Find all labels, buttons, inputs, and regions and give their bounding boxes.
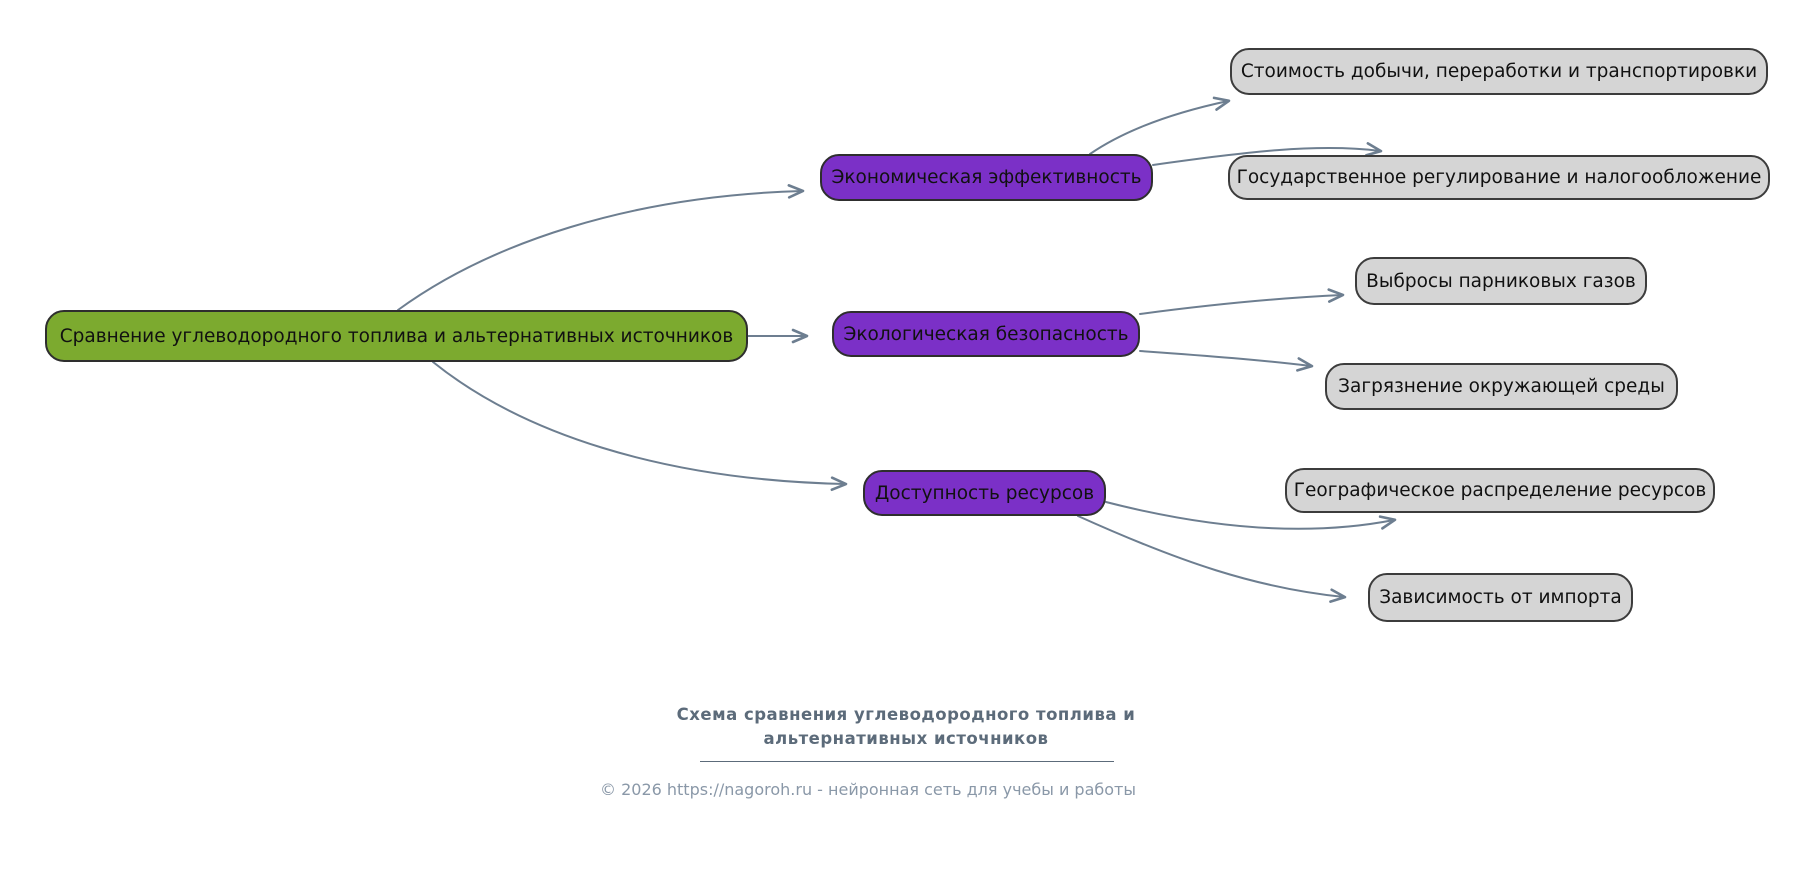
edge-availability-to-geography [1105, 501, 1397, 530]
edge-economic-to-cost [1089, 96, 1231, 155]
node-leaf-cost: Стоимость добычи, переработки и транспор… [1230, 48, 1768, 95]
node-leaf-regulation: Государственное регулирование и налогооб… [1228, 155, 1770, 200]
node-leaf-pollution-label: Загрязнение окружающей среды [1338, 376, 1665, 397]
node-leaf-import-label: Зависимость от импорта [1379, 587, 1622, 608]
node-branch-ecology-label: Экологическая безопасность [843, 323, 1129, 345]
node-leaf-emissions: Выбросы парниковых газов [1355, 257, 1647, 305]
node-root-label: Сравнение углеводородного топлива и альт… [59, 325, 734, 347]
edge-root-to-availability [432, 361, 848, 492]
edge-ecology-to-pollution [1139, 350, 1314, 372]
footer-credit: © 2026 https://nagoroh.ru - нейронная се… [599, 780, 1137, 799]
node-leaf-pollution: Загрязнение окружающей среды [1325, 363, 1678, 410]
node-leaf-import: Зависимость от импорта [1368, 573, 1633, 622]
node-branch-ecology: Экологическая безопасность [832, 311, 1140, 357]
edge-economic-to-regulation [1152, 142, 1383, 166]
node-branch-availability-label: Доступность ресурсов [874, 482, 1095, 504]
node-leaf-emissions-label: Выбросы парниковых газов [1366, 270, 1636, 292]
edge-availability-to-import [1077, 515, 1347, 603]
node-branch-economic: Экономическая эффективность [820, 154, 1153, 201]
caption-divider [700, 761, 1114, 762]
node-branch-economic-label: Экономическая эффективность [831, 167, 1142, 188]
node-branch-availability: Доступность ресурсов [863, 470, 1106, 516]
node-leaf-cost-label: Стоимость добычи, переработки и транспор… [1240, 61, 1758, 82]
edge-ecology-to-emissions [1139, 288, 1345, 315]
node-leaf-geography-label: Географическое распределение ресурсов [1293, 480, 1707, 501]
node-leaf-geography: Географическое распределение ресурсов [1285, 468, 1715, 513]
edge-root-to-economic [397, 184, 805, 311]
caption-title: Схема сравнения углеводородного топлива … [676, 705, 1136, 748]
node-root: Сравнение углеводородного топлива и альт… [45, 310, 748, 362]
node-leaf-regulation-label: Государственное регулирование и налогооб… [1236, 167, 1762, 188]
